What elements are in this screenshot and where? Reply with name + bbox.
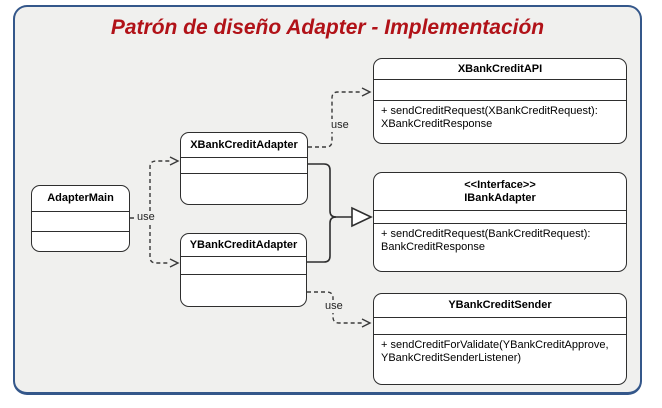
realization-triangle-arrowhead: [351, 206, 373, 228]
dependency-arrowhead-xapi: [361, 87, 372, 97]
use-label-adaptermain: use: [135, 211, 157, 224]
methods-compartment: [181, 275, 306, 281]
class-box-adaptermain: AdapterMain: [31, 185, 130, 252]
realization-line-yadapter-ibank: [307, 216, 337, 263]
attributes-compartment: [374, 318, 626, 335]
attributes-compartment: [32, 212, 129, 232]
attributes-compartment: [181, 158, 307, 174]
methods-compartment: + sendCreditRequest(XBankCreditRequest):…: [381, 105, 598, 130]
dependency-line-adaptermain-xadapter: [149, 160, 170, 218]
class-box-ybankcreditadapter: YBankCreditAdapter: [180, 233, 307, 307]
use-label-xadapter: use: [329, 119, 351, 132]
class-name: <<Interface>> IBankAdapter: [374, 173, 626, 211]
methods-compartment: [32, 232, 129, 238]
class-box-ibankadapter: <<Interface>> IBankAdapter + sendCreditR…: [373, 172, 627, 272]
class-name: YBankCreditSender: [374, 294, 626, 318]
class-box-xbankcreditadapter: XBankCreditAdapter: [180, 132, 308, 205]
dependency-line-adaptermain-yadapter: [149, 218, 170, 264]
dependency-arrowhead-xadapter: [169, 156, 180, 166]
methods-compartment: + sendCreditForValidate(YBankCreditAppro…: [381, 339, 609, 364]
class-name: XBankCreditAdapter: [181, 133, 307, 158]
interface-name: IBankAdapter: [464, 191, 536, 204]
methods-compartment: + sendCreditRequest(BankCreditRequest): …: [381, 228, 591, 253]
diagram-title: Patrón de diseño Adapter - Implementació…: [110, 16, 545, 39]
attributes-compartment: [181, 257, 306, 275]
class-box-ybankcreditsender: YBankCreditSender + sendCreditForValidat…: [373, 293, 627, 385]
dependency-line-xadapter-xapi: [308, 91, 362, 148]
class-name: AdapterMain: [32, 186, 129, 212]
class-box-xbankcreditapi: XBankCreditAPI + sendCreditRequest(XBank…: [373, 58, 627, 144]
dependency-arrowhead-yadapter: [169, 258, 180, 268]
class-name: YBankCreditAdapter: [181, 234, 306, 257]
dependency-arrowhead-ysender: [361, 318, 372, 328]
methods-compartment: [181, 174, 307, 180]
realization-line-xadapter-ibank: [308, 163, 352, 218]
use-label-yadapter: use: [323, 300, 345, 313]
attributes-compartment: [374, 211, 626, 224]
attributes-compartment: [374, 80, 626, 101]
class-name: XBankCreditAPI: [374, 59, 626, 80]
stereotype-label: <<Interface>>: [464, 178, 536, 191]
